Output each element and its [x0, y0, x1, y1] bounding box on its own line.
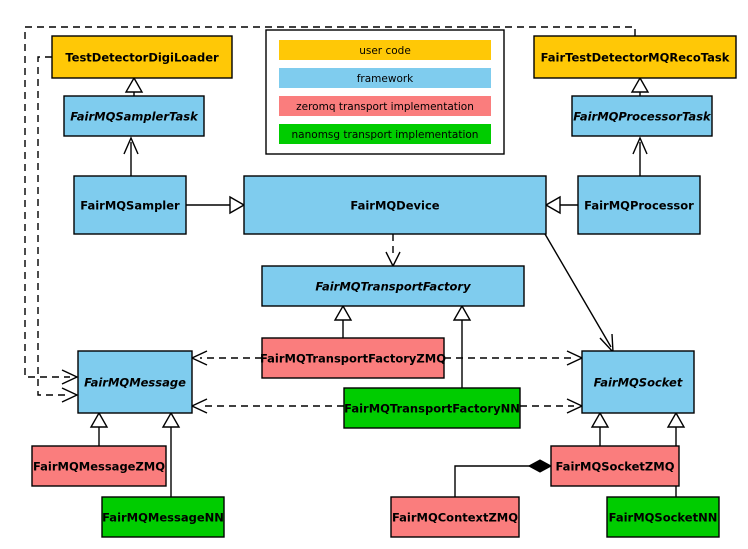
edge-fairmqcontextzmq-to-fairmqsocketzmq [454, 459, 553, 497]
edge-fairmqtransportfactorynn-to-fairmqtransportfactory [452, 304, 472, 388]
class-node-fairmqmessagenn[interactable]: FairMQMessageNN [101, 496, 225, 538]
class-box[interactable] [343, 387, 521, 429]
class-name-label: FairMQMessageZMQ [33, 460, 165, 474]
class-node-fairmqtransportfactory[interactable]: FairMQTransportFactory [261, 265, 525, 307]
class-box[interactable] [390, 496, 520, 538]
class-node-fairmqtransportfactorynn[interactable]: FairMQTransportFactoryNN [343, 387, 521, 429]
class-node-fairmqsocketnn[interactable]: FairMQSocketNN [606, 496, 720, 538]
class-name-label: FairMQTransportFactoryZMQ [260, 352, 446, 366]
legend-label: framework [357, 73, 414, 85]
class-node-fairmqsocket[interactable]: FairMQSocket [581, 350, 695, 414]
class-node-fairmqsampler[interactable]: FairMQSampler [73, 175, 187, 235]
class-box[interactable] [606, 496, 720, 538]
edge-fairmqmessagenn-to-fairmqmessage [161, 411, 181, 497]
class-node-fairmqcontextzmq[interactable]: FairMQContextZMQ [390, 496, 520, 538]
edge-fairmqsampler-to-fairmqdevice [186, 195, 246, 215]
class-name-label: FairMQMessage [84, 376, 186, 390]
edge-layer: FairMQSamplerTask (open arrow up) --> Fa… [24, 26, 686, 497]
class-node-fairmqdevice[interactable]: FairMQDevice [243, 175, 547, 235]
class-box[interactable] [73, 175, 187, 235]
class-box[interactable] [261, 265, 525, 307]
legend-swatch [279, 124, 491, 144]
class-name-label: FairMQTransportFactory [315, 280, 471, 294]
class-name-label: FairMQSocketZMQ [556, 460, 675, 474]
class-node-fairmqtransportfactoryzmq[interactable]: FairMQTransportFactoryZMQ [260, 337, 446, 379]
class-name-label: FairMQProcessorTask [573, 110, 712, 124]
edge-fairtestdetectormqrecotask-to-fairmqmessage [24, 26, 636, 385]
class-box[interactable] [550, 445, 680, 487]
class-box[interactable] [63, 95, 205, 137]
legend: user code framework zeromq transport imple… [265, 29, 505, 155]
class-name-label: FairTestDetectorMQRecoTask [541, 51, 730, 65]
class-box[interactable] [31, 445, 167, 487]
edge-testdetectordigiloader-to-fairmqmessage [37, 56, 79, 403]
class-name-label: FairMQSampler [80, 199, 180, 213]
class-node-fairmqmessagezmq[interactable]: FairMQMessageZMQ [31, 445, 167, 487]
legend-swatch [279, 68, 491, 88]
edge-fairmqmessagezmq-to-fairmqmessage [89, 411, 109, 446]
legend-swatch [279, 96, 491, 116]
class-box[interactable] [243, 175, 547, 235]
legend-label: user code [359, 45, 411, 57]
legend-label: zeromq transport implementation [296, 101, 474, 113]
legend-swatch [279, 40, 491, 60]
legend-item-zeromq: zeromq transport implementation [279, 96, 491, 116]
legend-item-nanomsg: nanomsg transport implementation [279, 124, 491, 144]
class-name-label: FairMQSocketNN [609, 511, 718, 525]
class-node-fairmqmessage[interactable]: FairMQMessage [77, 350, 193, 414]
class-name-label: FairMQMessageNN [102, 511, 224, 525]
legend-label: nanomsg transport implementation [292, 129, 479, 141]
edge-fairmqtransportfactoryzmq-to-fairmqtransportfactory [333, 304, 353, 338]
class-node-fairtestdetectormqrecotask[interactable]: FairTestDetectorMQRecoTask [533, 35, 737, 79]
class-box[interactable] [101, 496, 225, 538]
legend-item-user-code: user code [279, 40, 491, 60]
class-name-label: FairMQTransportFactoryNN [344, 402, 520, 416]
edge-fairmqprocessor-to-fairmqprocessortask [632, 136, 648, 176]
edge-fairmqsampler-to-fairmqsamplertask [123, 136, 139, 176]
class-node-fairmqsocketzmq[interactable]: FairMQSocketZMQ [550, 445, 680, 487]
class-box[interactable] [77, 350, 193, 414]
class-box[interactable] [51, 35, 233, 79]
class-name-label: FairMQSocket [594, 376, 683, 390]
class-node-fairmqprocessor[interactable]: FairMQProcessor [577, 175, 701, 235]
class-node-fairmqsamplertask[interactable]: FairMQSamplerTask [63, 95, 205, 137]
edge-fairmqsocketzmq-to-fairmqsocket [590, 411, 610, 446]
edge-fairmqprocessor-to-fairmqdevice [544, 195, 578, 215]
class-box[interactable] [581, 350, 695, 414]
class-box[interactable] [261, 337, 445, 379]
class-node-fairmqprocessortask[interactable]: FairMQProcessorTask [571, 95, 713, 137]
node-layer: TestDetectorDigiLoader FairTestDetectorMQ… [31, 35, 737, 538]
edge-fairmqsamplertask-to-testdetectordigiloader [124, 76, 144, 96]
class-name-label: FairMQContextZMQ [392, 511, 518, 525]
edge-fairmqprocessortask-to-fairtestdetectormqrecotask [630, 76, 650, 96]
class-name-label: FairMQProcessor [584, 199, 694, 213]
legend-item-framework: framework [279, 68, 491, 88]
class-box[interactable] [577, 175, 701, 235]
class-name-label: FairMQSamplerTask [70, 110, 199, 124]
class-name-label: FairMQDevice [350, 199, 439, 213]
class-name-label: TestDetectorDigiLoader [65, 51, 219, 65]
class-box[interactable] [533, 35, 737, 79]
class-node-testdetectordigiloader[interactable]: TestDetectorDigiLoader [51, 35, 233, 79]
class-box[interactable] [571, 95, 713, 137]
